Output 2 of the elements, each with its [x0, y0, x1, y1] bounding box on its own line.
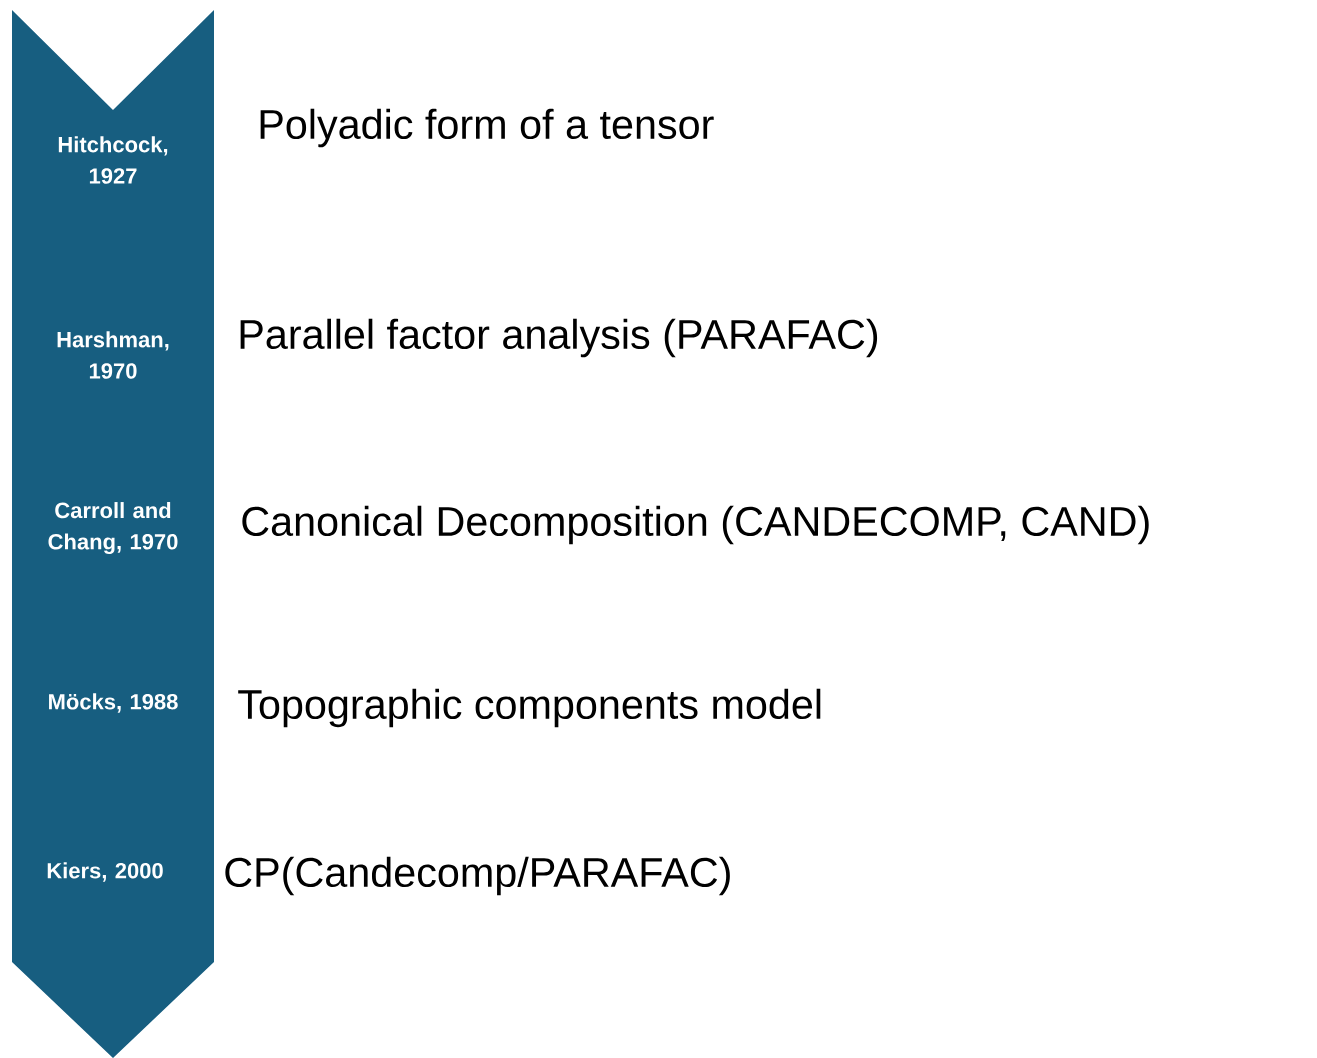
- description-text: Polyadic form of a tensor: [260, 108, 714, 148]
- chevron-band: Hitchcock, 1927 Harshman, 1970 Carroll and Chang, 1970 Möcks, 1988 Kiers, 2000: [12, 10, 214, 1058]
